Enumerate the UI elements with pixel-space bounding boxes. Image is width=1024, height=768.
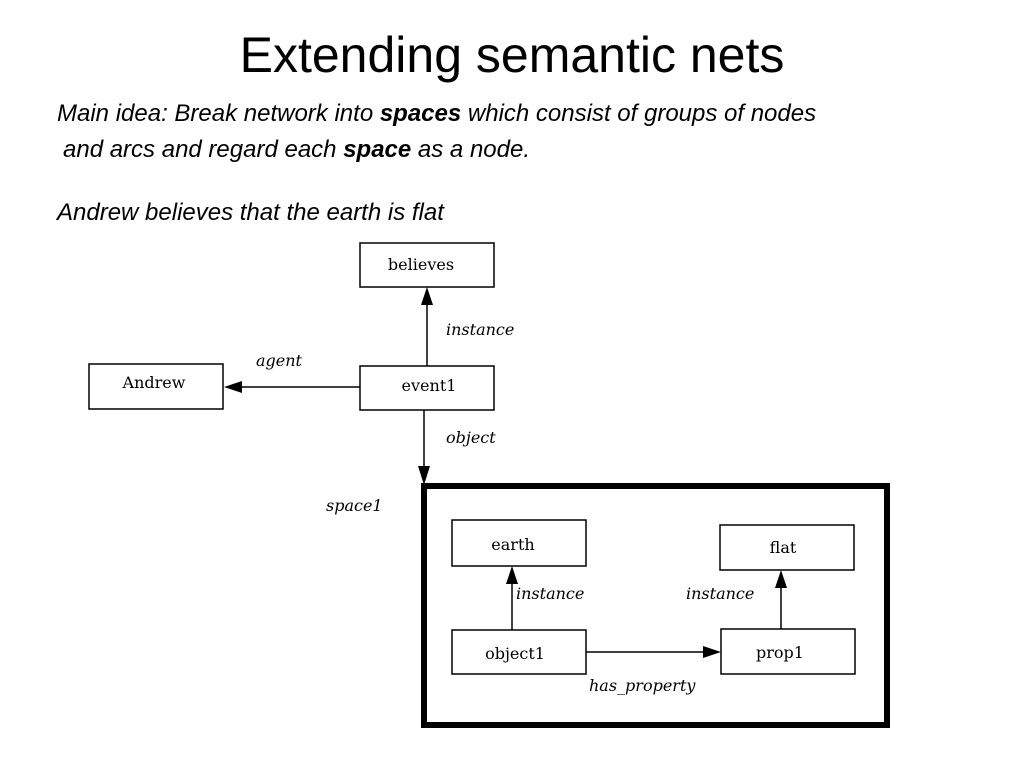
- node-prop1-label: prop1: [756, 643, 804, 662]
- node-earth: [451, 519, 587, 567]
- node-flat-label: flat: [770, 538, 797, 557]
- node-flat: [719, 524, 855, 571]
- arrowhead-prop1: [703, 646, 721, 658]
- node-andrew-label: Andrew: [122, 373, 186, 392]
- spaces-emphasis: spaces: [379, 100, 462, 127]
- example-sentence: Andrew believes that the earth is flat: [57, 199, 444, 226]
- main-idea-line2-suffix: as a node.: [411, 136, 531, 163]
- arrowhead-believes: [421, 287, 433, 305]
- space1-box: [421, 483, 890, 728]
- arc-label-earth-instance: instance: [516, 584, 584, 603]
- space-emphasis: space: [343, 136, 412, 163]
- arc-label-has-property: has_property: [589, 676, 696, 695]
- arrowhead-andrew: [224, 381, 242, 393]
- node-believes-label: believes: [388, 255, 454, 274]
- main-idea-prefix: Main idea: Break network into: [57, 100, 380, 127]
- node-object1: [451, 629, 587, 675]
- node-object1-label: object1: [485, 644, 545, 663]
- main-idea-line2-prefix: and arcs and regard each: [63, 136, 344, 163]
- node-event1-label: event1: [402, 376, 457, 395]
- space1-label: space1: [326, 496, 383, 515]
- slide-title: Extending semantic nets: [239, 27, 785, 83]
- node-event1: [359, 365, 495, 411]
- arc-label-agent: agent: [256, 351, 303, 370]
- arrowhead-space1: [418, 466, 430, 485]
- arc-label-object: object: [446, 428, 496, 447]
- node-prop1: [720, 628, 856, 675]
- node-earth-label: earth: [491, 535, 534, 554]
- main-idea-line-2: and arcs and regard each space as a node…: [63, 136, 530, 164]
- main-idea-middle: which consist of groups of nodes: [461, 100, 817, 127]
- arrowhead-flat: [775, 570, 787, 588]
- arc-label-flat-instance: instance: [686, 584, 754, 603]
- arrowhead-earth: [506, 566, 518, 584]
- arc-label-event1-instance: instance: [446, 320, 514, 339]
- main-idea-line-1: Main idea: Break network into spaces whi…: [57, 100, 816, 128]
- node-believes: [359, 242, 495, 288]
- node-andrew: [88, 363, 224, 410]
